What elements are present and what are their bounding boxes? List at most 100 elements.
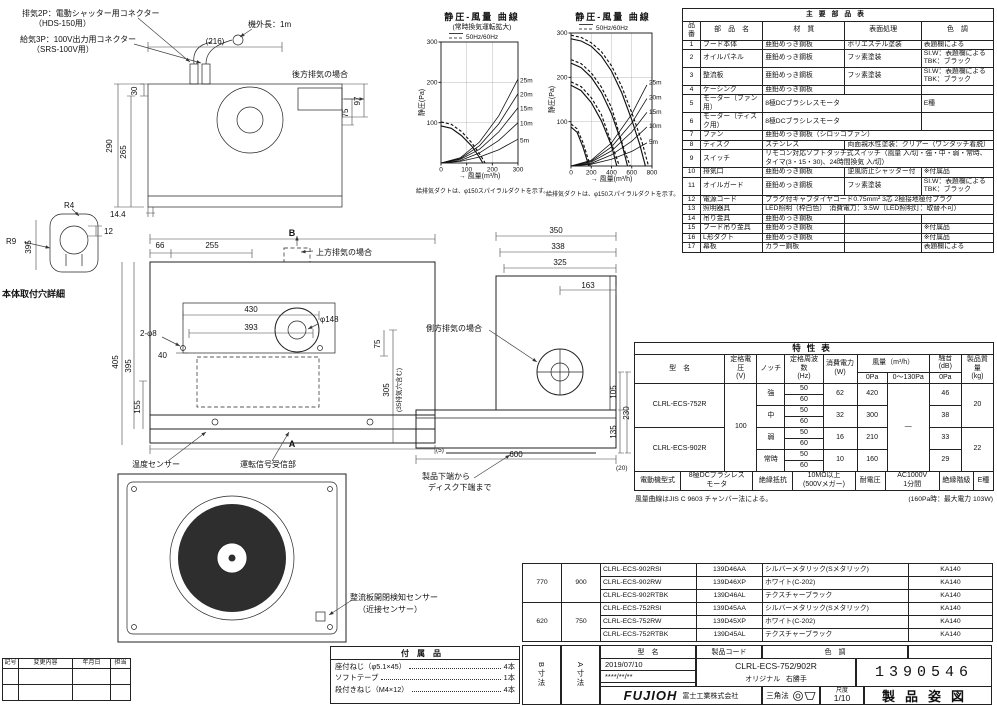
chart-title: 静圧-風量 曲線 [444, 12, 520, 22]
series-弱50Hz [570, 84, 618, 167]
parts-no: 17 [681, 242, 702, 253]
parts-header: 品番 [681, 21, 702, 41]
drawing-d395-label: 395 [124, 359, 133, 373]
parts-no: 15 [681, 223, 702, 234]
drawing-d5-label: (5) [436, 447, 444, 454]
motor-value: 8極DCブラシレス モータ [680, 471, 754, 491]
spec-freq: 60 [784, 438, 824, 451]
revision-panel: 記号 変更内容 年月日 担当 [2, 658, 131, 701]
titleblock-origin: オリジナル 右勝手 [745, 674, 807, 684]
footer-note-label [908, 645, 992, 659]
spec-power: 32 [822, 405, 858, 429]
drawing-receiver-label: 運転信号受信部 [240, 459, 296, 469]
drawing-d600-label: 600 [509, 450, 523, 459]
company-name: 富士工業株式会社 [682, 692, 739, 700]
series-強50Hz [570, 38, 646, 167]
mounting-hole-dimensions [35, 220, 102, 270]
parts-no: 14 [681, 213, 702, 225]
series-label: 15m [649, 109, 662, 116]
y-tick-label: 200 [427, 80, 438, 87]
product-code: 139D45AA [696, 602, 763, 616]
y-tick-label: 100 [427, 120, 438, 127]
parts-cell: フッ素塗装 [844, 176, 922, 196]
spec-table-title: 特性表 [634, 342, 994, 355]
revision-table: 記号 変更内容 年月日 担当 [2, 658, 131, 701]
leader-dots [409, 662, 501, 669]
spec-airflow: 210 [856, 427, 888, 451]
drawing-temp-sensor-label: 温度センサー [132, 459, 180, 469]
motor-label: 耐電圧 [854, 471, 886, 491]
product-model: CLRL-ECS-902RSI [600, 563, 697, 577]
parts-name: オイルガード [700, 176, 764, 196]
parts-cell [920, 213, 995, 225]
series-20m [440, 93, 519, 164]
product-color: シルバーメタリック(Sメタリック) [762, 602, 909, 616]
drawing-d40-label: 40 [158, 351, 167, 360]
scale-cell: 尺度 1/10 [820, 686, 864, 705]
side-exhaust-dimensions [415, 232, 631, 464]
product-note: KA140 [908, 602, 993, 616]
spec-power: 10 [822, 449, 858, 473]
revision-cell [110, 684, 131, 701]
revision-cell [18, 668, 73, 685]
y-axis-label: 静圧(Pa) [547, 86, 556, 113]
accessory-qty: 4本 [503, 684, 515, 694]
series-中50Hz [570, 62, 629, 167]
spec-panel: 特性表 型 名 定格電圧 (V) ノッチ 定格周波数 (Hz) 消費電力 (W)… [633, 342, 995, 503]
revision-header: 記号 [2, 658, 19, 669]
series-label: 20m [520, 91, 533, 98]
spec-freq: 50 [784, 427, 824, 440]
drawing-top-label: 上方排気の場合 [316, 247, 372, 257]
parts-name: ケーシング [700, 84, 764, 96]
parts-name: ファン [700, 130, 764, 141]
spec-freq: 60 [784, 460, 824, 473]
series-中60Hz [570, 59, 631, 167]
titleblock-model: CLRL-ECS-752/902R [735, 660, 817, 671]
parts-cell: 亜鉛めっき鋼板 [762, 213, 846, 225]
rear-exhaust-view-geometry [147, 34, 343, 208]
drawing-d395h-label: 395 [24, 240, 33, 254]
series-弱60Hz [570, 81, 620, 167]
front-view-leaders [161, 236, 319, 462]
spec-airflow: 160 [856, 449, 888, 473]
parts-cell: フッ素塗装 [844, 48, 922, 68]
spec-freq: 60 [784, 394, 824, 407]
spec-header-freq: 定格周波数 (Hz) [784, 353, 824, 385]
spec-model: CLRL-ECS-752R [633, 383, 726, 429]
series-label: 5m [520, 137, 529, 144]
parts-name: フード本体 [700, 39, 764, 51]
parts-name: オイルパネル [700, 48, 764, 68]
spec-freq: 50 [784, 405, 824, 418]
accessory-qty: 1本 [503, 673, 515, 683]
parts-cell: 逆風防止シャッター付 [844, 167, 922, 178]
motor-label: 絶縁抵抗 [752, 471, 794, 491]
product-note: KA140 [908, 576, 993, 590]
spec-notch: 中 [756, 405, 786, 429]
parts-name: 電源コード [700, 194, 764, 206]
third-angle-symbol-icon [792, 690, 816, 701]
series-20m [570, 98, 648, 167]
spec-power: 16 [822, 427, 858, 451]
product-note: KA140 [908, 615, 993, 629]
product-a-dim: 900 [561, 563, 601, 603]
leader-dots [411, 685, 501, 692]
x-tick-label: 0 [569, 170, 573, 177]
chart-note: 給排気ダクトは、φ150スパイラルダクトを示す。 [546, 192, 680, 198]
spec-airflow: 420 [856, 383, 888, 407]
drawing-d350-label: 350 [549, 226, 563, 235]
y-axis-label: 静圧(Pa) [417, 89, 426, 116]
accessory-name: 段付きねじ（M4×12） [335, 684, 409, 694]
x-tick-label: 100 [461, 167, 472, 174]
revision-cell [72, 684, 111, 701]
drawing-d20-label: (20) [616, 465, 628, 472]
